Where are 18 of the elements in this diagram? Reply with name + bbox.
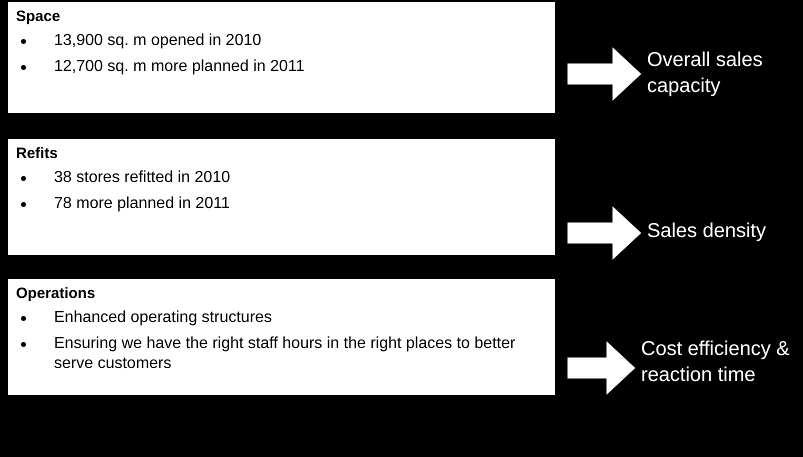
outcome-label: Sales density [647,218,797,244]
text-box [8,279,555,395]
box-heading: Refits [16,145,59,162]
outcome-label: Cost efficiency & reaction time [641,336,793,388]
block-arrow [566,338,637,398]
bullet-text: 38 stores refitted in 2010 [54,169,230,186]
bullet-text: 12,700 sq. m more planned in 2011 [54,58,305,75]
bullet-text: Ensuring we have the right staff hours in the right places to better serve customers [54,335,516,372]
bullet-text: 78 more planned in 2011 [54,195,230,212]
box-heading: Operations [16,285,96,302]
bullet-text: Enhanced operating structures [54,309,272,326]
block-arrow [566,204,643,262]
outcome-label: Overall sales capacity [647,47,797,99]
box-heading: Space [16,8,62,25]
text-box [8,2,555,113]
block-arrow [566,44,643,104]
text-box [8,139,555,255]
bullet-text: 13,900 sq. m opened in 2010 [54,32,262,49]
